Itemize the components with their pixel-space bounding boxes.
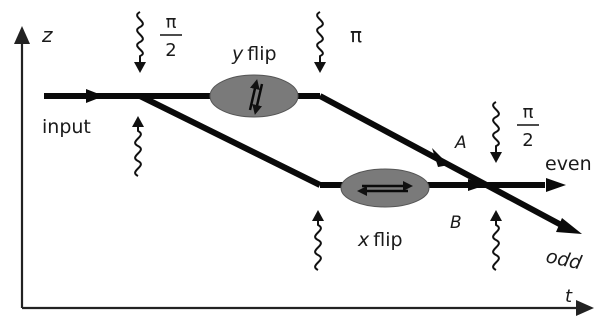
- pulse-denominator: 2: [165, 40, 176, 61]
- pulse-numerator: π: [523, 102, 534, 123]
- pulse-arrowhead-icon: [490, 210, 502, 221]
- pulse-wave-icon: [314, 220, 322, 271]
- x-flip-word: flip: [373, 229, 402, 251]
- pulse-wave-final-top: [490, 101, 502, 163]
- pulse-wave-icon: [492, 220, 500, 271]
- pulse-wave-mirror-top: [314, 11, 326, 73]
- pulse-label-mirror: π: [350, 23, 362, 47]
- arm-a-arrow: [432, 148, 449, 167]
- z-axis-label: z: [41, 23, 53, 47]
- x-flip-element: [340, 168, 430, 208]
- pulse-wave-final-bottom: [490, 210, 502, 271]
- x-flip-ellipse: [340, 168, 430, 208]
- pulse-arrowhead-icon: [134, 62, 146, 73]
- pulse-wave-first-bottom: [132, 116, 144, 177]
- pulse-wave-icon: [134, 126, 142, 177]
- lower-arm-diagonal: [138, 93, 322, 188]
- pulse-label-final: π 2: [517, 102, 539, 151]
- arm-a-label: A: [454, 133, 467, 153]
- pulse-arrowhead-icon: [314, 62, 326, 73]
- even-output-label: even: [545, 153, 592, 175]
- pulse-wave-icon: [316, 11, 324, 63]
- odd-output-label: odd: [544, 245, 584, 274]
- pulse-arrowhead-icon: [132, 116, 144, 127]
- pulse-denominator: 2: [522, 130, 533, 151]
- pulse-arrowhead-icon: [490, 152, 502, 163]
- axes: z t: [14, 23, 594, 316]
- y-flip-word: flip: [247, 43, 276, 65]
- arm-b-label: B: [450, 213, 462, 233]
- pulse-arrowhead-icon: [312, 210, 324, 221]
- y-flip-down-arrow: [252, 83, 264, 115]
- t-axis-arrowhead: [576, 300, 594, 316]
- pulse-label-first: π 2: [160, 12, 182, 61]
- beam-paths: [44, 89, 582, 234]
- pulse-wave-first-top: [134, 11, 146, 73]
- z-axis-arrowhead: [14, 26, 30, 44]
- pulse-wave-icon: [492, 101, 500, 153]
- pulse-numerator: π: [166, 12, 177, 33]
- odd-output-arrow: [556, 218, 582, 234]
- input-label: input: [42, 116, 91, 138]
- y-flip-var: y: [231, 43, 244, 65]
- pulse-wave-mirror-bottom: [312, 210, 324, 271]
- y-flip-element: [209, 74, 299, 118]
- pulse-wave-icon: [136, 11, 144, 63]
- input-arrow: [86, 89, 104, 103]
- x-flip-var: x: [357, 229, 370, 251]
- even-output-arrow: [546, 178, 566, 192]
- arm-b-arrow: [468, 179, 486, 191]
- y-flip-up-arrow: [248, 79, 260, 111]
- t-axis-label: t: [565, 286, 573, 307]
